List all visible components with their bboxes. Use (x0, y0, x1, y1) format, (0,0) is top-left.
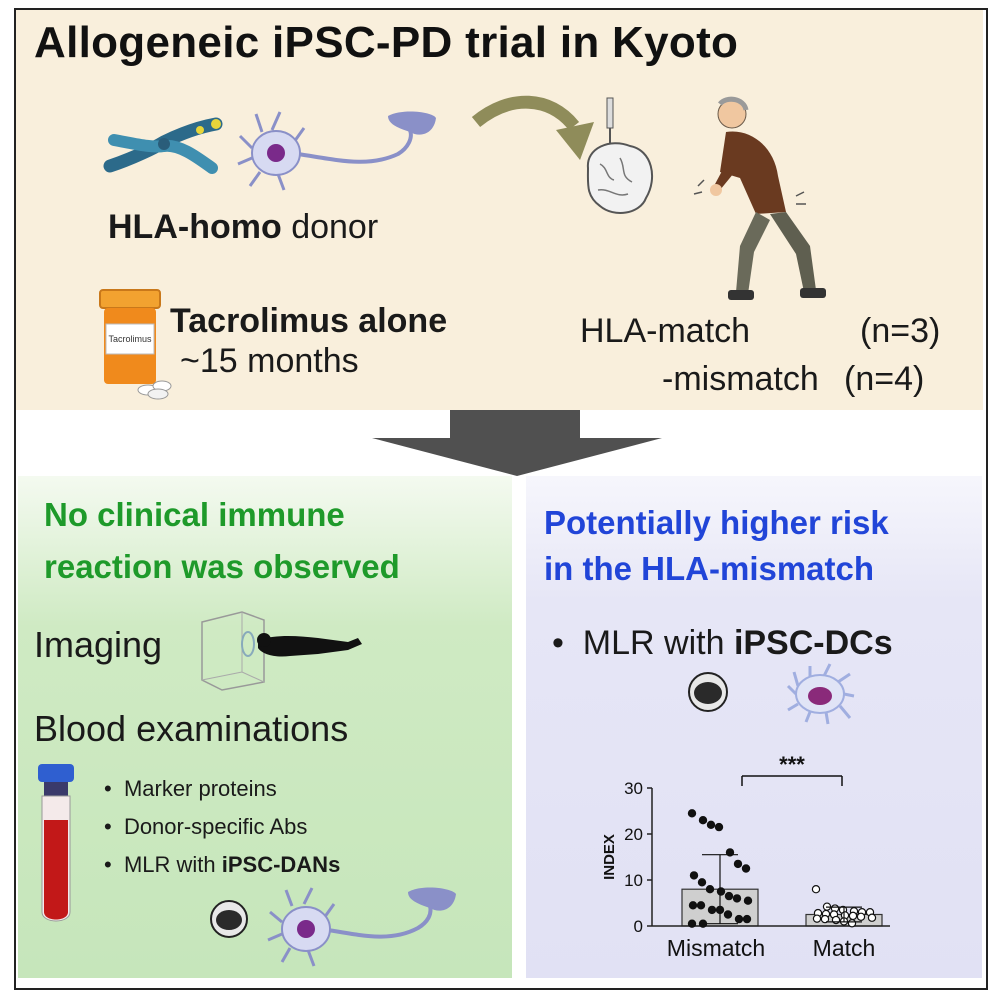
bullet-list: • Marker proteins • Donor-specific Abs •… (104, 770, 340, 884)
bottle-label: Tacrolimus (108, 334, 152, 344)
bullet-item-mlr-dans: • MLR with iPSC-DANs (104, 852, 341, 877)
group-mismatch-n: (n=4) (844, 360, 925, 398)
blood-tube-icon (38, 764, 74, 922)
data-point (742, 914, 752, 924)
bullet-item-marker-proteins: • Marker proteins (104, 776, 277, 801)
donor-label: HLA-homo donor (108, 208, 378, 247)
data-point (811, 884, 821, 894)
data-point (698, 815, 708, 825)
data-point (856, 912, 866, 921)
bullet-text: MLR with (123, 852, 222, 877)
data-point (706, 820, 716, 830)
data-point (705, 884, 715, 894)
data-point (724, 891, 734, 901)
pet-scanner-icon (201, 611, 362, 691)
data-point (733, 859, 743, 869)
left-heading-line1: No clinical immune (44, 496, 345, 533)
data-point (847, 919, 857, 928)
right-heading-line1: Potentially higher risk (544, 504, 889, 541)
data-point (743, 896, 753, 905)
right-mlr-bold: iPSC-DCs (733, 624, 893, 662)
donor-label-rest: donor (281, 208, 379, 246)
bullet-text-bold: iPSC-DANs (221, 852, 341, 877)
neuron-icon (237, 111, 436, 191)
data-point (831, 915, 841, 925)
data-point (696, 901, 706, 910)
brain-icon (586, 97, 654, 214)
chromosome-icon (103, 117, 223, 174)
left-heading-line2: reaction was observed (44, 548, 400, 585)
group-match-n: (n=3) (860, 312, 941, 350)
data-point (734, 914, 744, 924)
neuron-icon (267, 887, 456, 967)
right-heading-line2: in the HLA-mismatch (544, 550, 875, 587)
drug-name: Tacrolimus alone (170, 302, 448, 340)
top-panel (16, 10, 983, 410)
data-point (732, 894, 742, 903)
bullet-text: Marker proteins (123, 776, 277, 801)
right-mlr-bullet: • MLR with iPSC-DCs (552, 624, 893, 662)
data-point (848, 911, 858, 921)
patient-icon (693, 96, 826, 300)
data-point (714, 822, 724, 832)
y-axis-label: INDEX (601, 834, 618, 880)
y-tick-label: 0 (634, 917, 643, 936)
y-tick-label: 20 (624, 825, 643, 844)
down-arrow-icon (372, 410, 662, 476)
donor-label-bold: HLA-homo (108, 208, 282, 246)
x-tick-label: Mismatch (667, 935, 765, 961)
y-tick-label: 10 (624, 871, 643, 890)
data-point (741, 864, 751, 873)
curved-arrow-icon (471, 95, 594, 160)
right-mlr-text: MLR with (582, 624, 734, 662)
data-point (707, 905, 717, 915)
y-tick-label: 30 (624, 779, 643, 798)
data-point (687, 809, 697, 818)
page-title: Allogeneic iPSC-PD trial in Kyoto (34, 18, 739, 67)
data-point (688, 901, 698, 910)
bullet-item-donor-abs: • Donor-specific Abs (104, 814, 308, 839)
data-point (689, 871, 699, 880)
blood-label: Blood examinations (34, 708, 349, 749)
dendritic-cell-icon (786, 663, 855, 725)
bullet-text: Donor-specific Abs (123, 814, 308, 839)
data-point (687, 919, 697, 928)
data-point (812, 914, 822, 923)
group-match-label: HLA-match (580, 312, 751, 350)
lymphocyte-icon (688, 672, 728, 712)
data-point (867, 913, 877, 922)
lymphocyte-icon (210, 900, 248, 938)
group-mismatch-label: -mismatch (662, 360, 819, 398)
imaging-label: Imaging (34, 624, 163, 665)
drug-duration: ~15 months (180, 342, 359, 380)
data-point (697, 878, 707, 887)
data-point (723, 910, 733, 919)
pill-bottle-icon: Tacrolimus (99, 289, 172, 400)
data-point (820, 914, 830, 924)
data-point (716, 887, 726, 896)
x-tick-label: Match (813, 935, 876, 961)
significance-label: *** (779, 752, 805, 777)
